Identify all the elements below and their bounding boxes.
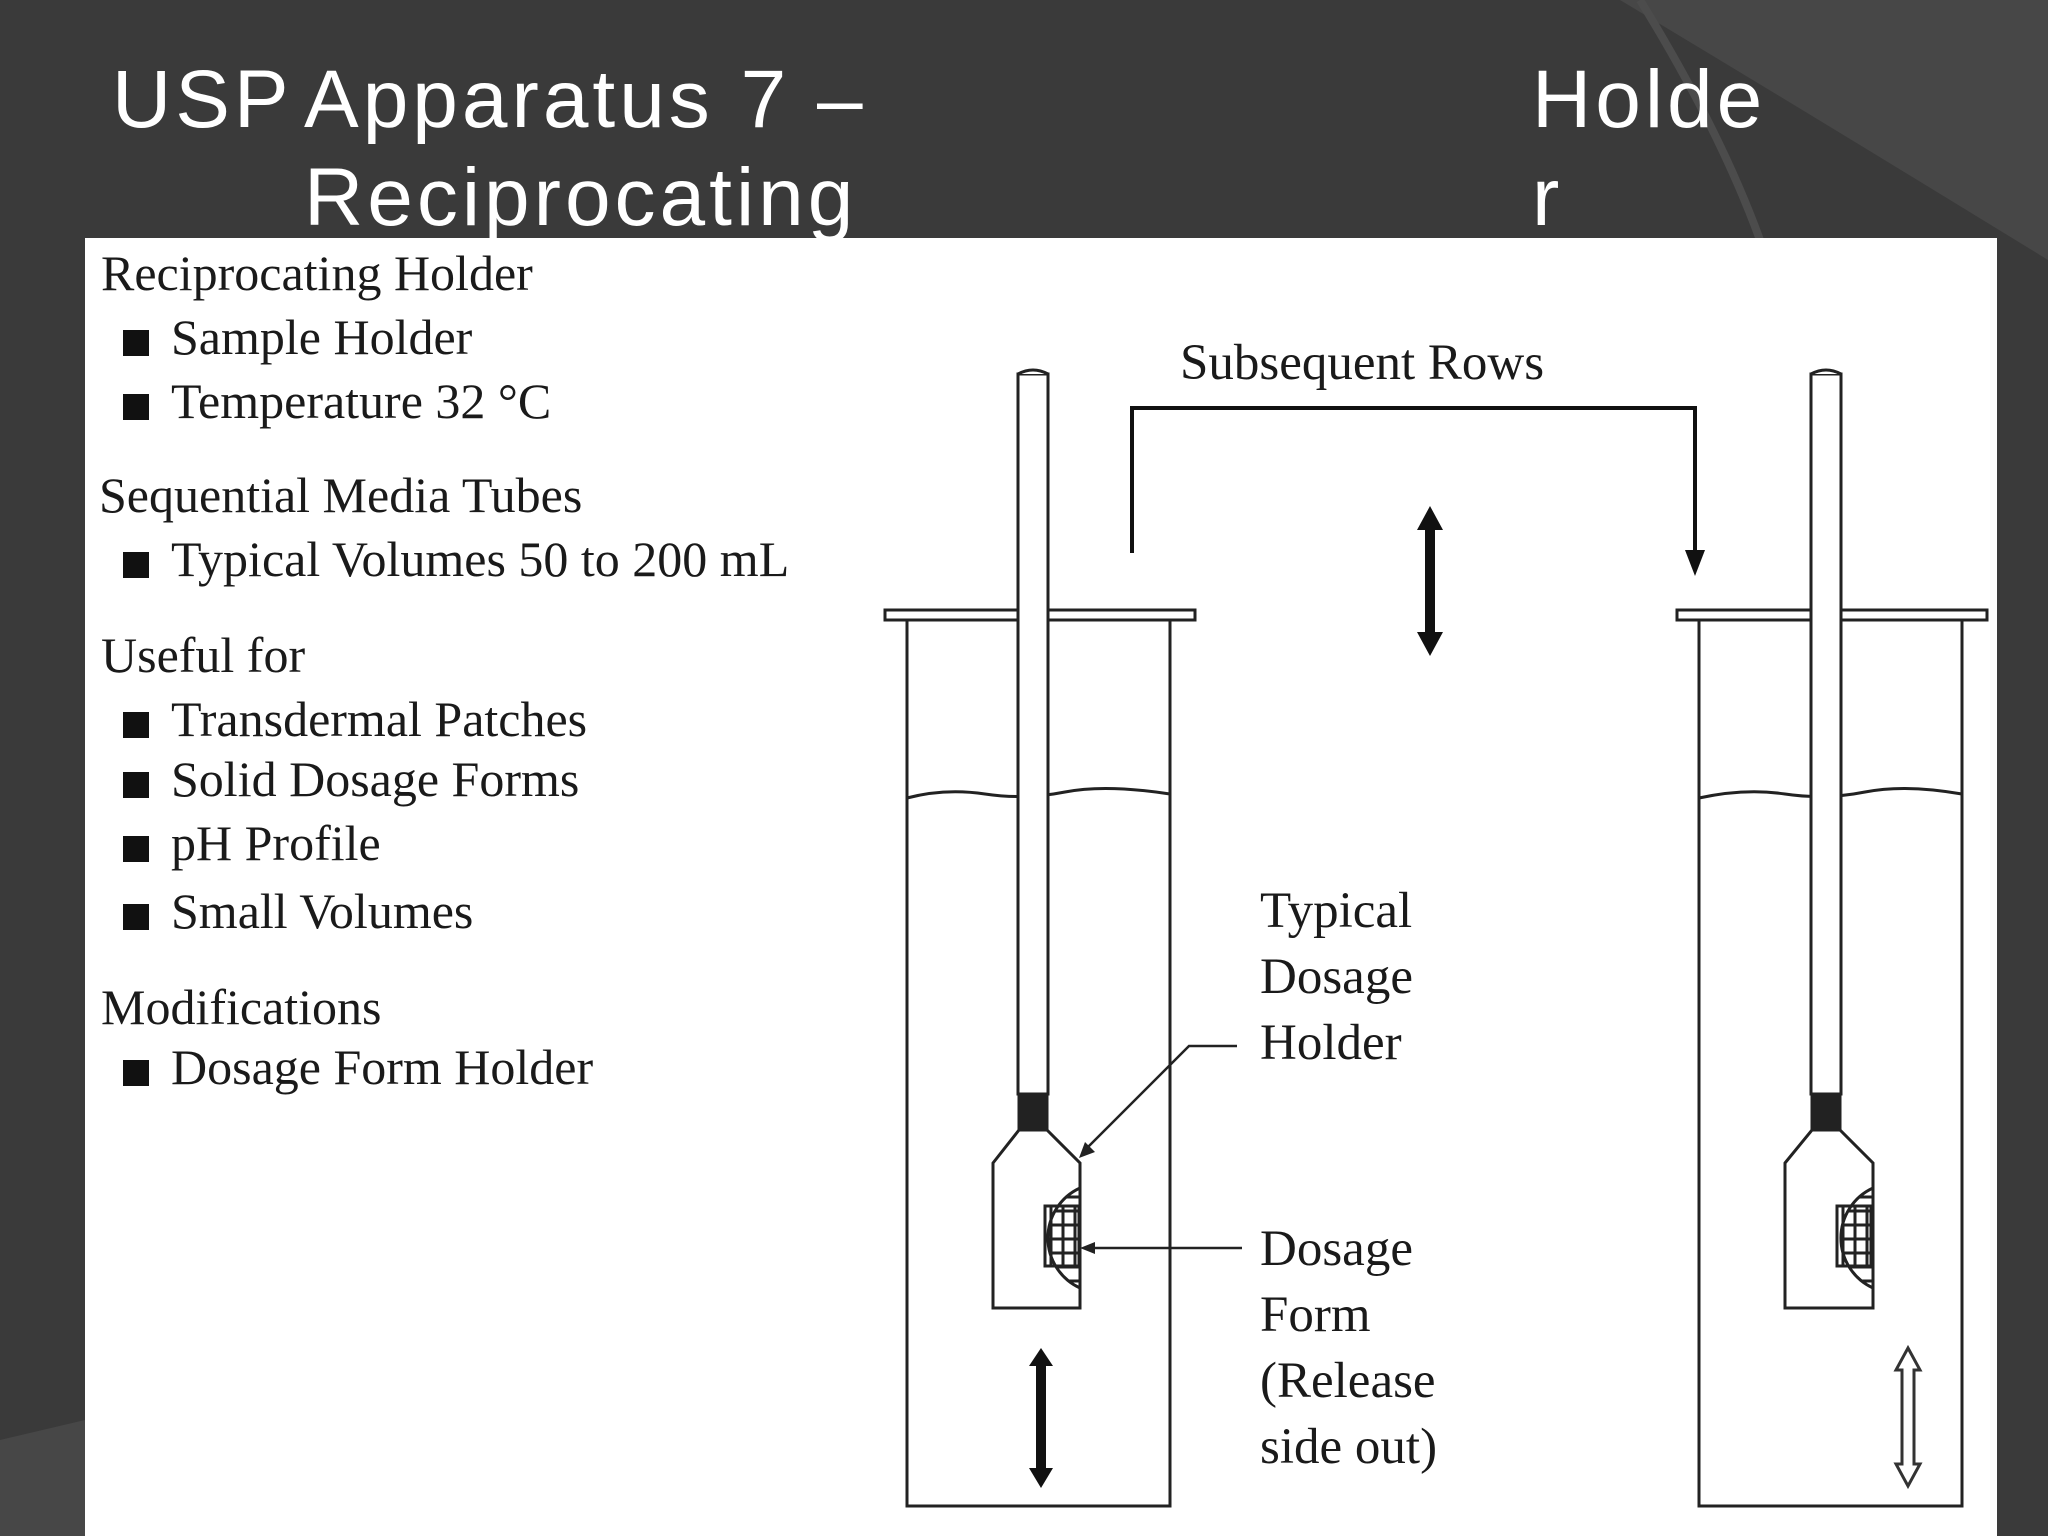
dosage-label-line-1: Dosage <box>1260 1221 1413 1277</box>
reciprocation-arrow <box>1417 506 1443 656</box>
title-reciprocating: Reciprocating <box>304 152 858 243</box>
holder-leader-arrowhead <box>1079 1142 1095 1158</box>
typical-dosage-holder-label: Typical Dosage Holder <box>1260 878 1413 1076</box>
section-useful-for-heading: Useful for <box>101 627 306 683</box>
figure-panel: Reciprocating Holder Sample Holder Tempe… <box>85 238 1997 1536</box>
holder-label-line-2: Dosage <box>1260 949 1413 1005</box>
apparatus-diagram <box>883 368 1989 1508</box>
bullet-small-volumes: Small Volumes <box>101 882 473 940</box>
bullet-solid-dosage-forms: Solid Dosage Forms <box>101 750 579 808</box>
right-motion-arrow-hollow <box>1893 1344 1923 1490</box>
subsequent-rows-connector <box>1130 406 1697 553</box>
dosage-leader-arrowhead <box>1080 1242 1095 1254</box>
right-reciprocating-holder <box>1783 368 1875 1310</box>
subsequent-rows-label: Subsequent Rows <box>1180 335 1545 391</box>
bullet-ph-profile: pH Profile <box>101 814 381 872</box>
section-sequential-media-heading: Sequential Media Tubes <box>99 467 583 523</box>
title-usp: USP <box>112 54 293 145</box>
bullet-typical-volumes: Typical Volumes 50 to 200 mL <box>101 530 789 588</box>
left-motion-arrow <box>1029 1348 1053 1488</box>
dosage-label-line-4: side out) <box>1260 1419 1438 1475</box>
title-holder-part2: r <box>1532 152 1564 243</box>
bullet-temperature: Temperature 32 °C <box>101 372 551 430</box>
dosage-form-label: Dosage Form (Release side out) <box>1260 1216 1437 1480</box>
section-modifications-heading: Modifications <box>101 979 382 1035</box>
section-reciprocating-holder-heading: Reciprocating Holder <box>101 245 533 301</box>
holder-leader-line <box>1084 1044 1237 1151</box>
bullet-sample-holder: Sample Holder <box>101 308 472 366</box>
bullet-transdermal-patches: Transdermal Patches <box>101 690 587 748</box>
title-apparatus: Apparatus 7 – <box>304 54 867 145</box>
holder-label-line-3: Holder <box>1260 1015 1402 1071</box>
subsequent-rows-arrowhead <box>1685 550 1705 576</box>
dosage-label-line-2: Form <box>1260 1287 1371 1343</box>
bullet-dosage-form-holder: Dosage Form Holder <box>101 1038 593 1096</box>
dosage-label-line-3: (Release <box>1260 1353 1436 1409</box>
holder-label-line-1: Typical <box>1260 883 1413 939</box>
title-holder-part1: Holde <box>1532 54 1767 145</box>
left-reciprocating-holder <box>991 368 1082 1310</box>
